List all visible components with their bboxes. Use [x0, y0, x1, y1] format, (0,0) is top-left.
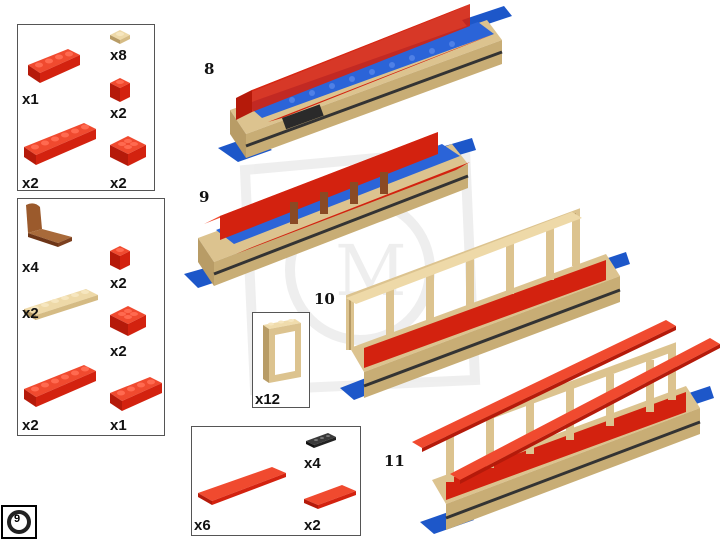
step-number: 8 [204, 60, 215, 78]
window-frame-tan-icon [263, 319, 301, 383]
qty-label: x6 [194, 517, 211, 534]
brick-1x1-red-icon [110, 246, 130, 270]
qty-label: x4 [22, 259, 39, 276]
qty-label: x1 [22, 91, 39, 108]
qty-label: x2 [110, 343, 127, 360]
tile-1x2-grill-black-icon [306, 433, 336, 448]
parts-callout-step-11: x4 x6 x2 [191, 426, 361, 536]
plate-1x6-tan-icon [24, 289, 98, 320]
brick-1x4-red-icon [28, 49, 80, 83]
brick-2x2-red-icon [110, 306, 146, 336]
brick-1x4-red-icon [110, 377, 162, 411]
brick-2x2-red-icon [110, 136, 146, 166]
tile-1x8-red-icon [198, 467, 286, 505]
tile-1x4-red-icon [304, 485, 356, 509]
step-9-model [184, 132, 476, 288]
step-number: 11 [384, 452, 405, 470]
qty-label: x2 [110, 175, 127, 192]
parts-callout-step-10: x12 [252, 312, 310, 408]
brick-1x6-red-icon [24, 123, 96, 165]
page-number-badge [1, 505, 37, 539]
qty-label: x2 [304, 517, 321, 534]
brick-1x1-red-icon [110, 78, 130, 102]
step-10-model [340, 208, 630, 400]
parts-callout-step-8: x1 x8 x2 x2 x2 [17, 24, 155, 192]
page-number: 9 [14, 513, 21, 525]
qty-label: x2 [22, 175, 39, 192]
plate-1x1-tan-icon [110, 30, 130, 44]
step-8-model [218, 4, 512, 162]
parts-callout-step-9: x4 x2 x2 x2 x2 x1 [17, 198, 165, 436]
qty-label: x12 [255, 391, 281, 408]
qty-label: x2 [110, 275, 127, 292]
qty-label: x8 [110, 47, 127, 64]
brick-1x6-red-icon [24, 365, 96, 407]
qty-label: x4 [304, 455, 321, 472]
qty-label: x2 [22, 305, 39, 322]
qty-label: x2 [110, 105, 127, 122]
qty-label: x2 [22, 417, 39, 434]
step-11-model [412, 320, 720, 534]
seat-brown-icon [26, 203, 72, 247]
qty-label: x1 [110, 417, 127, 434]
step-number: 9 [199, 188, 210, 206]
step-number: 10 [314, 290, 335, 308]
